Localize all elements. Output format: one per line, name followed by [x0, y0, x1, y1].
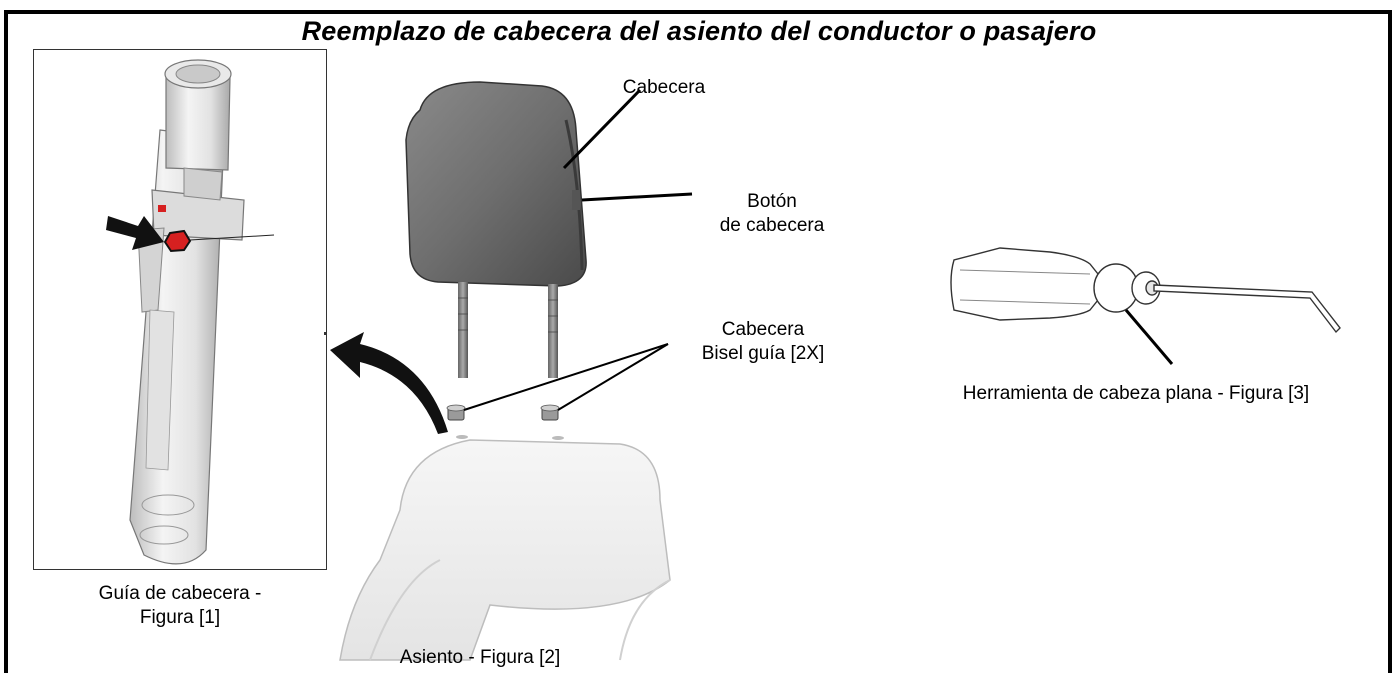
guide-tab-marker [163, 229, 192, 253]
button-leader-line [581, 192, 693, 202]
figure-1-caption: Guía de cabecera - Figura [1] [33, 582, 327, 630]
curved-arrow-icon [330, 332, 448, 434]
headrest-guide-illustration [106, 59, 275, 565]
guide-bezel-label: Cabecera Bisel guía [2X] [668, 318, 858, 366]
headrest-button-label-line1: Botón [747, 191, 797, 212]
figure-1-caption-line2: Figura [1] [139, 607, 221, 628]
guide-bezel-left [446, 404, 466, 421]
headrest-button-label-line2: de cabecera [719, 215, 825, 236]
headrest [405, 81, 587, 287]
tool-leader-line [1124, 309, 1174, 365]
seat-headrest-illustration [324, 81, 693, 661]
headrest-label: Cabecera [622, 77, 706, 98]
guide-bezel-label-line1: Cabecera [721, 319, 805, 340]
figure-1-panel [33, 49, 327, 570]
red-marker [158, 205, 166, 212]
guide-bezel-right [540, 404, 560, 421]
bezel-leader-line-right [557, 343, 669, 411]
diagram-frame [4, 10, 1392, 673]
figure-3-caption: Herramienta de cabeza plana - Figura [3] [962, 383, 1310, 404]
headrest-button [572, 190, 580, 210]
black-arrow-icon [106, 216, 164, 250]
seat-back [339, 435, 671, 661]
headrest-post-right [548, 284, 558, 378]
page-title: Reemplazo de cabecera del asiento del co… [301, 16, 1097, 46]
headrest-leader-line [562, 88, 642, 170]
flat-head-tool-illustration [950, 247, 1341, 365]
headrest-button-label: Botón de cabecera [692, 190, 852, 238]
figure-1-caption-line1: Guía de cabecera - [98, 583, 262, 604]
bezel-leader-line-left [463, 343, 669, 411]
guide-bezel-label-line2: Bisel guía [2X] [701, 343, 825, 364]
figure-2-caption: Asiento - Figura [2] [399, 647, 561, 668]
